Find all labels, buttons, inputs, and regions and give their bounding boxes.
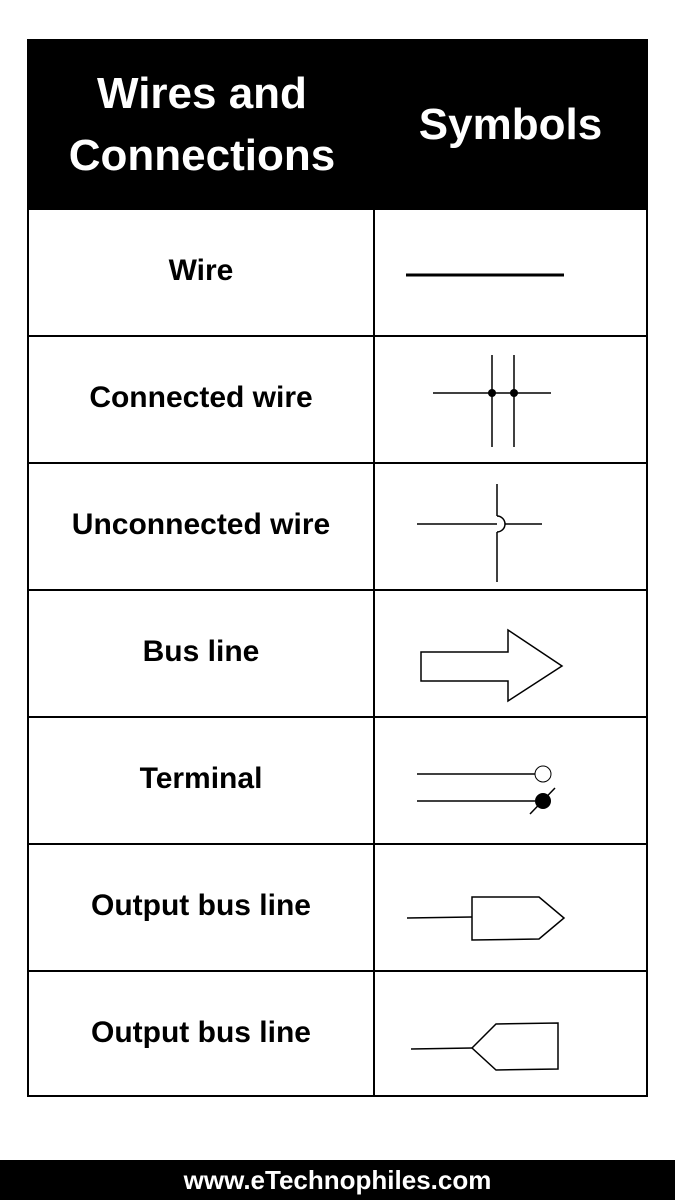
- row-label: Output bus line: [29, 845, 375, 970]
- row-label: Output bus line: [29, 972, 375, 1097]
- table-row: Output bus line: [29, 843, 646, 970]
- symbol-cell: [375, 718, 646, 843]
- symbol-cell: [375, 845, 646, 970]
- row-label: Unconnected wire: [29, 464, 375, 589]
- symbol-cell: [375, 591, 646, 716]
- header-symbols: Symbols: [418, 100, 603, 149]
- symbols-table: Wires and Connections Symbols Wire Conne…: [27, 39, 648, 1097]
- symbol-cell: [375, 464, 646, 589]
- table-header: Wires and Connections Symbols: [29, 41, 646, 209]
- row-label: Connected wire: [29, 337, 375, 462]
- footer-url: www.eTechnophiles.com: [0, 1160, 675, 1200]
- table-row: Unconnected wire: [29, 462, 646, 589]
- row-label: Wire: [29, 210, 375, 335]
- row-label: Terminal: [29, 718, 375, 843]
- symbol-cell: [375, 972, 646, 1097]
- table-row: Terminal: [29, 716, 646, 843]
- symbol-cell: [375, 210, 646, 335]
- table-row: Wire: [29, 208, 646, 335]
- wire-symbol-icon: [406, 273, 564, 277]
- table-row: Bus line: [29, 589, 646, 716]
- table-row: Connected wire: [29, 335, 646, 462]
- header-left-line1: Wires and: [97, 69, 307, 118]
- table-row: Output bus line: [29, 970, 646, 1097]
- bus-line-arrow-icon: [420, 628, 564, 703]
- connected-wire-symbol-icon: [433, 355, 551, 447]
- header-wires-and-connections: Wires and Connections: [29, 41, 375, 209]
- unconnected-wire-symbol-icon: [417, 484, 542, 582]
- row-label: Bus line: [29, 591, 375, 716]
- header-left-line2: Connections: [68, 131, 336, 180]
- output-bus-line-left-icon: [410, 1022, 559, 1071]
- terminal-symbol-icon: [417, 765, 556, 815]
- output-bus-line-right-icon: [406, 896, 566, 941]
- symbol-cell: [375, 337, 646, 462]
